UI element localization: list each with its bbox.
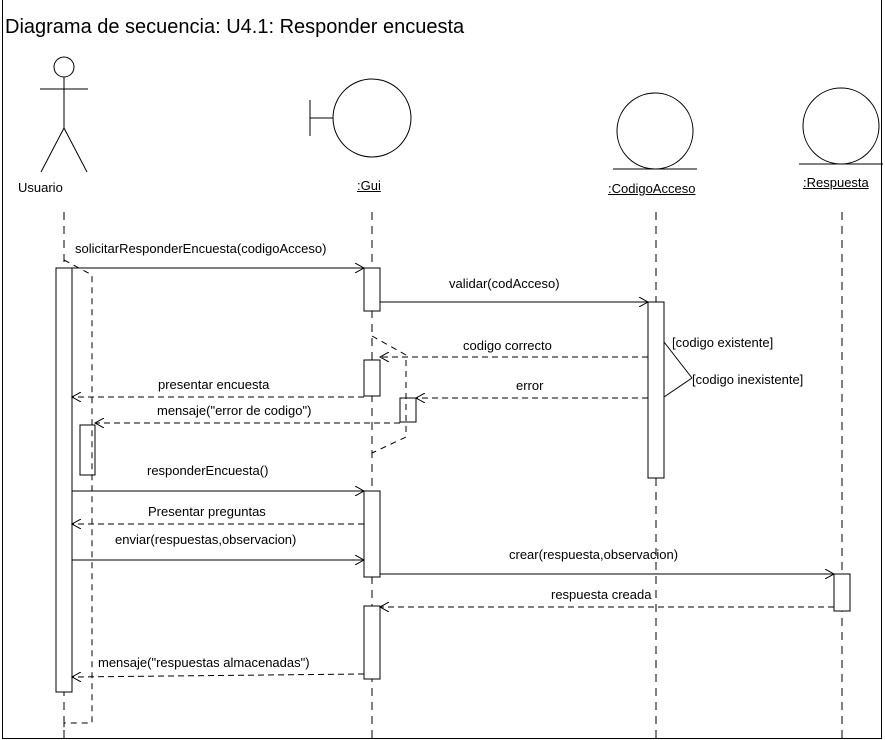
message-label-3: codigo correcto: [463, 338, 552, 353]
activation-gui-1: [363, 267, 381, 312]
message-label-9: enviar(respuestas,observacion): [115, 532, 297, 547]
participant-label-respuesta: :Respuesta: [803, 175, 869, 190]
activation-gui-3: [399, 397, 417, 423]
participant-label-gui: :Gui: [357, 178, 381, 193]
activation-gui-4: [363, 490, 381, 578]
message-label-10: crear(respuesta,observacion): [509, 547, 679, 562]
activation-respuesta: [833, 573, 851, 612]
guard-label-2: [codigo inexistente]: [692, 372, 804, 387]
activation-codigo: [647, 301, 665, 479]
message-label-11: respuesta creada: [551, 587, 652, 602]
activation-gui-5: [363, 605, 381, 680]
participant-label-usuario: Usuario: [18, 180, 63, 195]
suspension-gui: [371, 335, 407, 454]
entity-icon-codigo: [613, 92, 697, 170]
entity-icon-respuesta: [799, 87, 883, 165]
guard-label-1: [codigo existente]: [672, 335, 774, 350]
suspension-usuario: [63, 259, 93, 733]
message-label-8: Presentar preguntas: [148, 504, 266, 519]
message-arrow-12: [72, 674, 365, 677]
message-label-12: mensaje("respuestas almacenadas"): [98, 655, 310, 670]
message-label-1: solicitarResponderEncuesta(codigoAcceso): [75, 241, 327, 256]
message-label-4: error: [516, 378, 544, 393]
activation-usuario: [55, 267, 73, 693]
diagram-title: Diagrama de secuencia: U4.1: Responder e…: [5, 16, 465, 38]
message-label-5: presentar encuesta: [158, 377, 270, 392]
message-label-6: mensaje("error de codigo"): [157, 403, 312, 418]
boundary-icon: [309, 78, 412, 158]
message-label-7: responderEncuesta(): [147, 463, 269, 478]
user-actor-icon: [40, 56, 88, 173]
participant-label-codigo: :CodigoAcceso: [608, 181, 696, 196]
activation-usuario-2: [79, 424, 96, 476]
message-label-2: validar(codAcceso): [449, 276, 560, 291]
guard-branch-2: [663, 377, 693, 398]
activation-gui-2: [363, 359, 381, 397]
guard-branch-1: [663, 341, 693, 379]
